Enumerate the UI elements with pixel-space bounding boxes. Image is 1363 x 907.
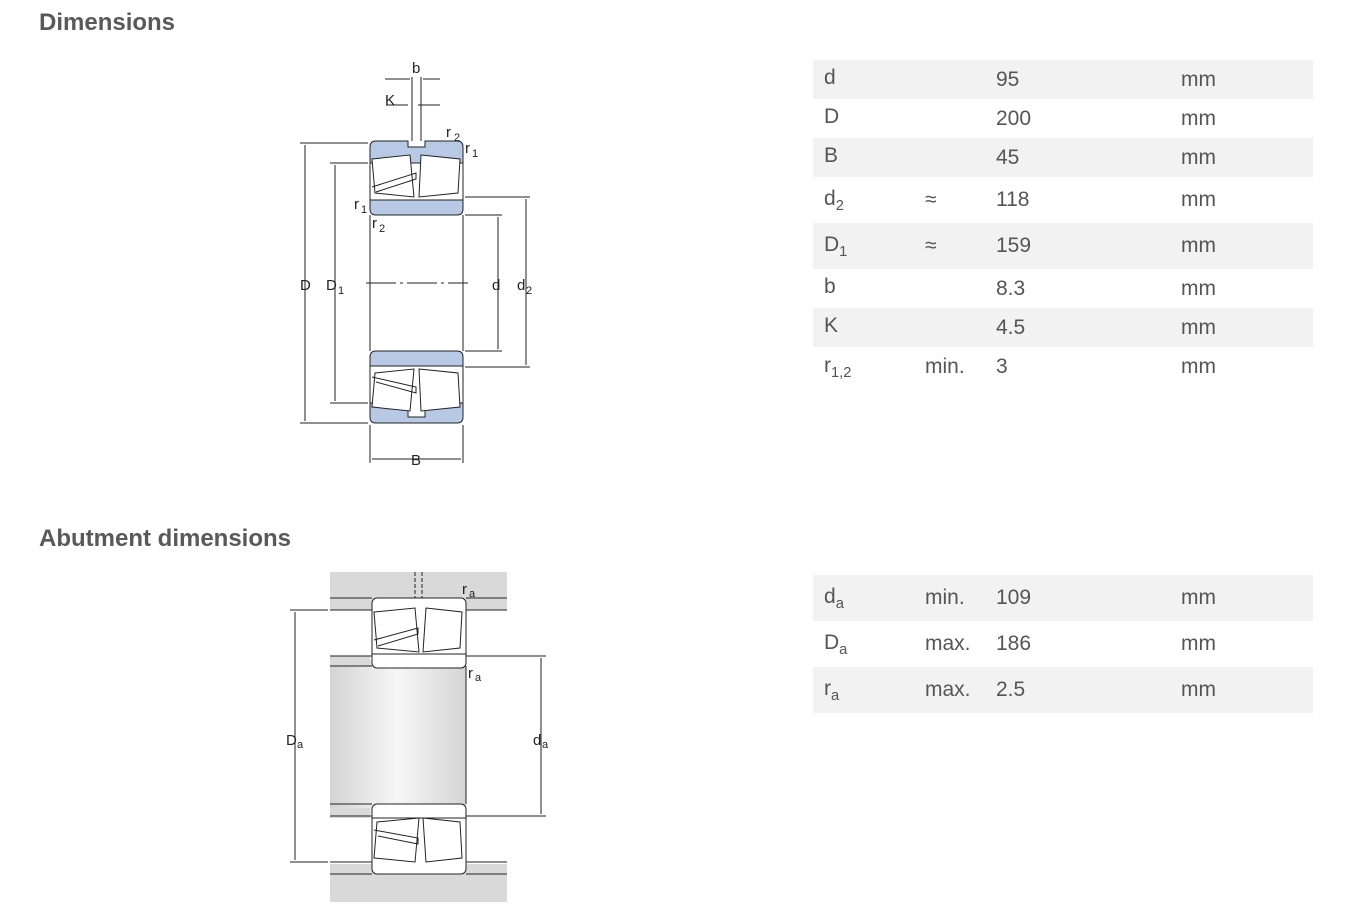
abutment-drawing: r a r a D a d a: [286, 572, 549, 902]
unit-cell: mm: [1170, 308, 1313, 347]
qualifier-cell: [914, 269, 985, 308]
qualifier-cell: [914, 138, 985, 177]
unit-cell: mm: [1170, 60, 1313, 99]
label-r1-left: r: [354, 196, 359, 213]
table-row: D1 ≈ 159 mm: [813, 223, 1313, 269]
qualifier-cell: ≈: [914, 223, 985, 269]
table-row: B 45 mm: [813, 138, 1313, 177]
symbol-cell: da: [813, 575, 914, 621]
label-d2-sub: 2: [526, 285, 532, 297]
table-row: d 95 mm: [813, 60, 1313, 99]
unit-cell: mm: [1181, 106, 1216, 130]
label-ra-top: r: [462, 581, 467, 598]
unit-cell: mm: [1170, 575, 1313, 621]
label-d2: d: [517, 277, 525, 294]
label-ra-top-sub: a: [469, 588, 476, 600]
table-row: D 200 mm: [813, 99, 1313, 138]
table-row: ra max. 2.5 mm: [813, 667, 1313, 713]
value-cell: 200: [996, 106, 1032, 130]
symbol-cell: B: [813, 138, 914, 177]
label-D1: D: [326, 277, 337, 294]
table-row: da min. 109 mm: [813, 575, 1313, 621]
value-cell: 159: [985, 223, 1170, 269]
value-cell: 95: [985, 60, 1170, 99]
label-Da: D: [286, 732, 297, 749]
unit-cell: mm: [1181, 632, 1216, 655]
symbol-cell: b: [824, 275, 836, 298]
bearing-cross-section-drawing: b K r 2 r 1 r 1 r 2 D D 1 d d 2 B: [300, 60, 532, 469]
table-row: K 4.5 mm: [813, 308, 1313, 347]
unit-cell: mm: [1181, 188, 1216, 211]
label-r2-left: r: [372, 215, 377, 232]
value-cell: 45: [985, 138, 1170, 177]
label-B: B: [411, 452, 421, 469]
unit-cell: mm: [1170, 138, 1313, 177]
label-d: d: [492, 277, 500, 294]
qualifier-cell: min.: [914, 575, 985, 621]
dimensions-title: Dimensions: [39, 9, 176, 36]
label-r1-top: r: [465, 140, 470, 157]
label-r2-left-sub: 2: [379, 223, 385, 235]
qualifier-cell: [914, 99, 985, 138]
label-Da-sub: a: [297, 739, 304, 751]
table-row: d2 ≈ 118 mm: [813, 177, 1313, 223]
label-da: d: [533, 732, 541, 749]
symbol-cell: d: [813, 60, 914, 99]
value-cell: 118: [996, 188, 1030, 211]
label-r2-top: r: [446, 124, 451, 141]
label-r2-top-sub: 2: [454, 132, 460, 144]
symbol-cell: r1,2: [824, 353, 852, 381]
abutment-dimensions-title: Abutment dimensions: [39, 525, 292, 552]
qualifier-cell: [914, 308, 985, 347]
symbol-cell: d2: [824, 186, 844, 214]
table-row: b 8.3 mm: [813, 269, 1313, 308]
label-b: b: [412, 60, 420, 77]
symbol-cell: K: [813, 308, 914, 347]
symbol-cell: D: [824, 105, 840, 128]
label-ra-bottom-sub: a: [475, 672, 482, 684]
unit-cell: mm: [1170, 667, 1313, 713]
dimensions-table: d 95 mm D 200 mm B 45 mm d2 ≈ 118 mm D1 …: [813, 60, 1313, 387]
symbol-cell: D1: [813, 223, 914, 269]
unit-cell: mm: [1170, 223, 1313, 269]
label-r1-left-sub: 1: [361, 204, 367, 216]
value-cell: 4.5: [985, 308, 1170, 347]
qualifier-cell: min.: [925, 355, 965, 378]
label-r1-top-sub: 1: [472, 148, 478, 160]
value-cell: 186: [996, 632, 1032, 655]
value-cell: 8.3: [996, 276, 1026, 300]
label-da-sub: a: [542, 739, 549, 751]
value-cell: 3: [996, 355, 1008, 378]
label-ra-bottom: r: [468, 665, 473, 682]
unit-cell: mm: [1181, 276, 1216, 300]
table-row: r1,2 min. 3 mm: [813, 347, 1313, 387]
symbol-cell: ra: [813, 667, 914, 713]
qualifier-cell: ≈: [925, 188, 937, 211]
symbol-cell: Da: [824, 630, 848, 658]
label-K: K: [385, 92, 395, 109]
label-D: D: [300, 277, 311, 294]
label-D1-sub: 1: [338, 285, 344, 297]
qualifier-cell: max.: [925, 632, 971, 655]
value-cell: 2.5: [985, 667, 1170, 713]
qualifier-cell: max.: [914, 667, 985, 713]
unit-cell: mm: [1181, 355, 1216, 378]
table-row: Da max. 186 mm: [813, 621, 1313, 667]
abutment-dimensions-table: da min. 109 mm Da max. 186 mm ra max. 2.…: [813, 575, 1313, 713]
value-cell: 109: [985, 575, 1170, 621]
qualifier-cell: [914, 60, 985, 99]
